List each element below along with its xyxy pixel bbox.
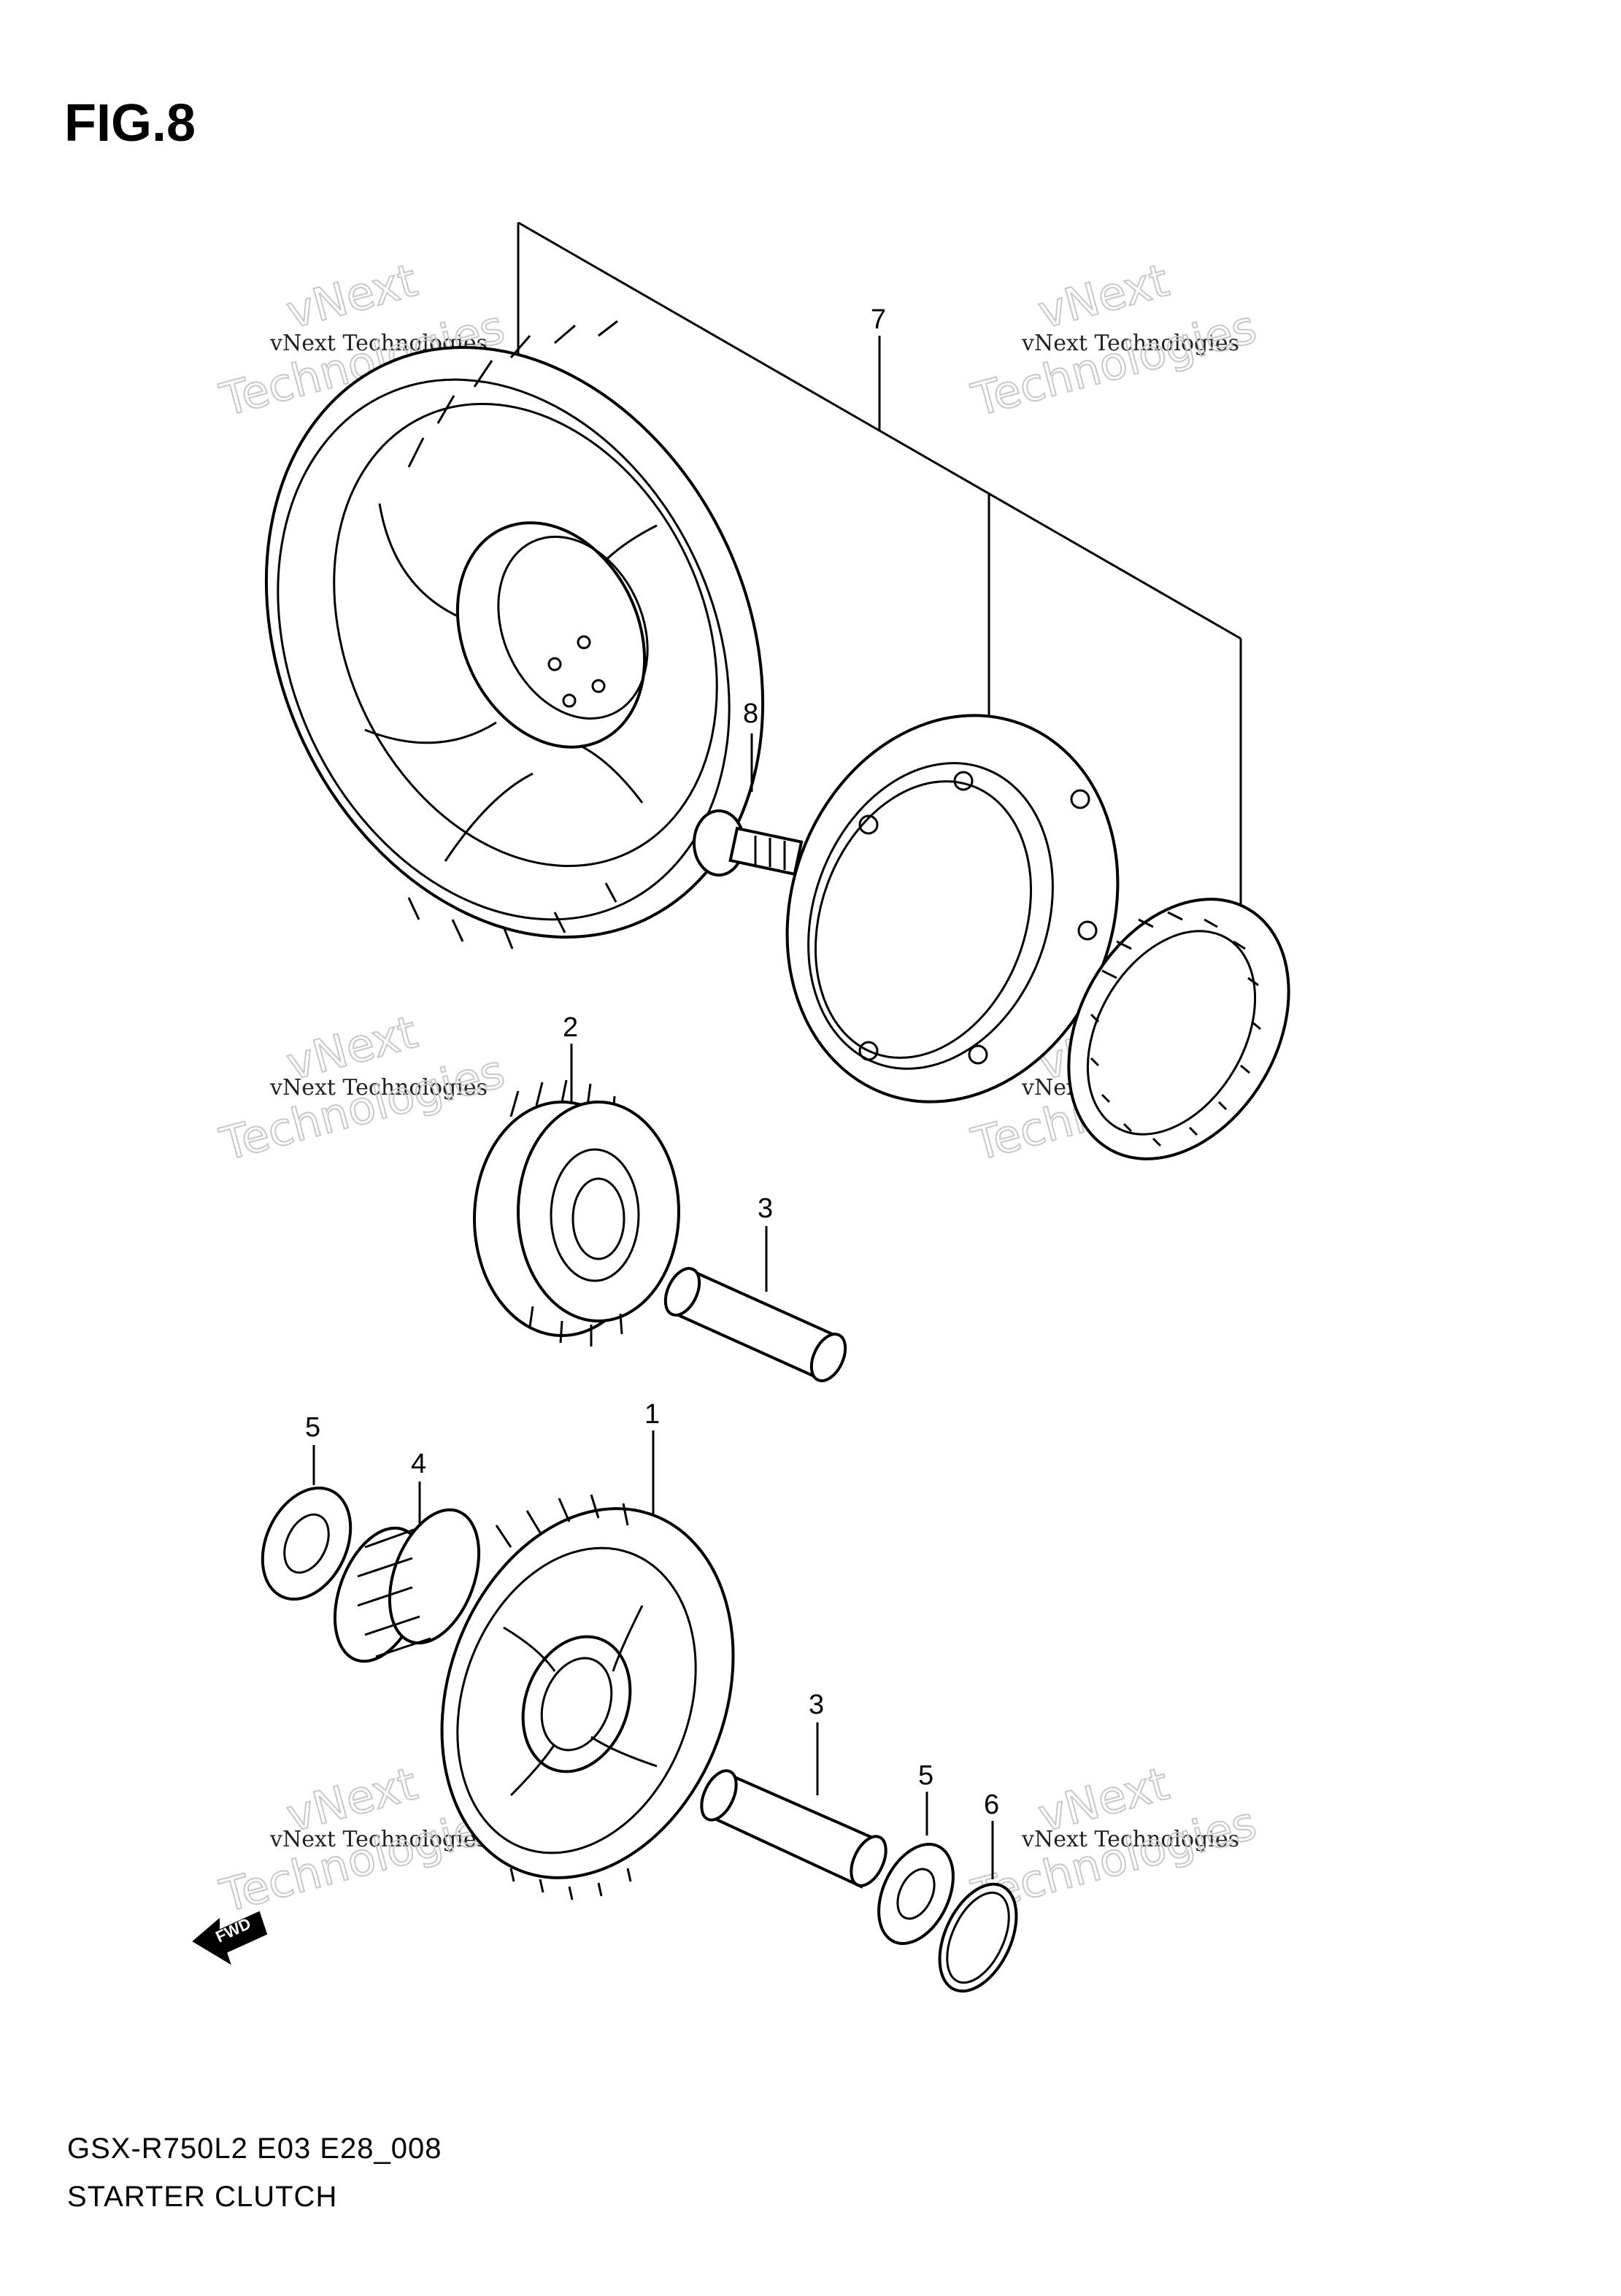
callout-3-lower: 3 [809,1690,824,1720]
one-way-clutch-sprag [1067,898,1290,1160]
thrust-washer-6 [938,1821,1018,1993]
assembly-bracket-7 [517,221,1242,920]
callout-4: 4 [411,1449,426,1479]
svg-text:vNext Technologies: vNext Technologies [1021,331,1239,356]
idle-gear-2 [473,1044,680,1347]
section-title: STARTER CLUTCH [67,2181,338,2213]
callout-3-upper: 3 [758,1193,773,1224]
watermark-middle-left: vNext vNext Technologies Technologies [214,1004,511,1172]
model-code: GSX-R750L2 E03 E28_008 [67,2133,442,2165]
forward-arrow-icon: FWD [192,1911,268,1965]
washer-5-upper [261,1445,353,1601]
callout-5-upper: 5 [305,1412,320,1443]
callout-8: 8 [743,698,758,729]
starter-driven-gear-1 [440,1430,735,1900]
washer-5-lower [877,1792,955,1945]
callout-6: 6 [984,1790,999,1820]
callout-2: 2 [563,1012,578,1043]
svg-text:vNext Technologies: vNext Technologies [1021,1827,1239,1852]
callout-7: 7 [871,304,886,335]
driven-gear-shaft-3 [700,1722,887,1889]
bolt-8 [693,733,804,877]
starter-clutch-gear-large [264,320,765,949]
callout-1: 1 [644,1399,660,1430]
figure-label: FIG.8 [64,94,196,153]
svg-text:vNext Technologies: vNext Technologies [269,1075,488,1101]
callout-5-lower: 5 [918,1760,933,1791]
idle-gear-shaft-3 [663,1226,847,1382]
svg-text:vNext Technologies: vNext Technologies [269,1827,488,1852]
watermark-top-right: vNext vNext Technologies Technologies [966,253,1263,428]
needle-bearing-4 [333,1482,481,1663]
